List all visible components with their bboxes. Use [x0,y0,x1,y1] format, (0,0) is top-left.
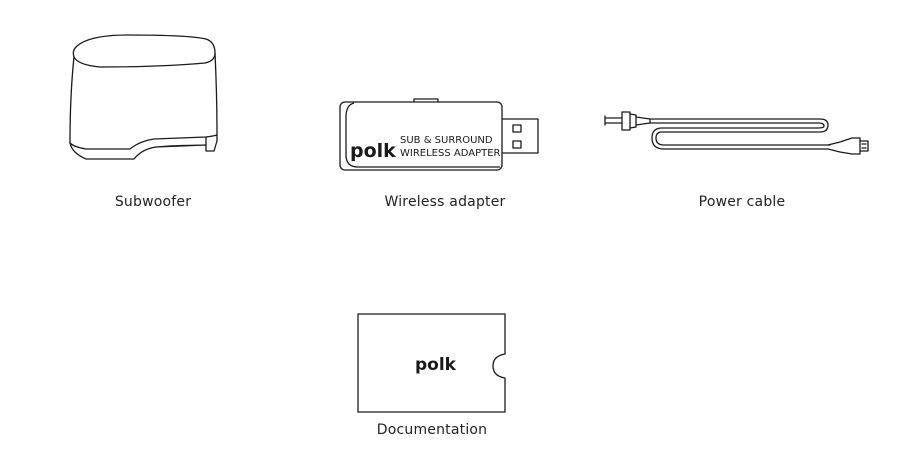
documentation-label: Documentation [362,422,502,438]
adapter-brand-logo: polk [350,140,396,162]
power-cable-item [600,100,875,170]
documentation-brand-logo: polk [415,355,457,375]
power-cable-illustration [600,100,875,170]
adapter-text-line2: WIRELESS ADAPTER [400,148,501,159]
documentation-illustration: polk [355,312,511,416]
subwoofer-label: Subwoofer [93,194,213,210]
adapter-text-line1: SUB & SURROUND [400,135,493,146]
wireless-adapter-illustration: polk SUB & SURROUND WIRELESS ADAPTER [332,95,544,177]
power-cable-label: Power cable [682,194,802,210]
wireless-adapter-label: Wireless adapter [375,194,515,210]
subwoofer-illustration [60,25,230,175]
wireless-adapter-item: polk SUB & SURROUND WIRELESS ADAPTER [332,95,544,177]
documentation-item: polk [355,312,511,416]
subwoofer-item [60,25,230,175]
